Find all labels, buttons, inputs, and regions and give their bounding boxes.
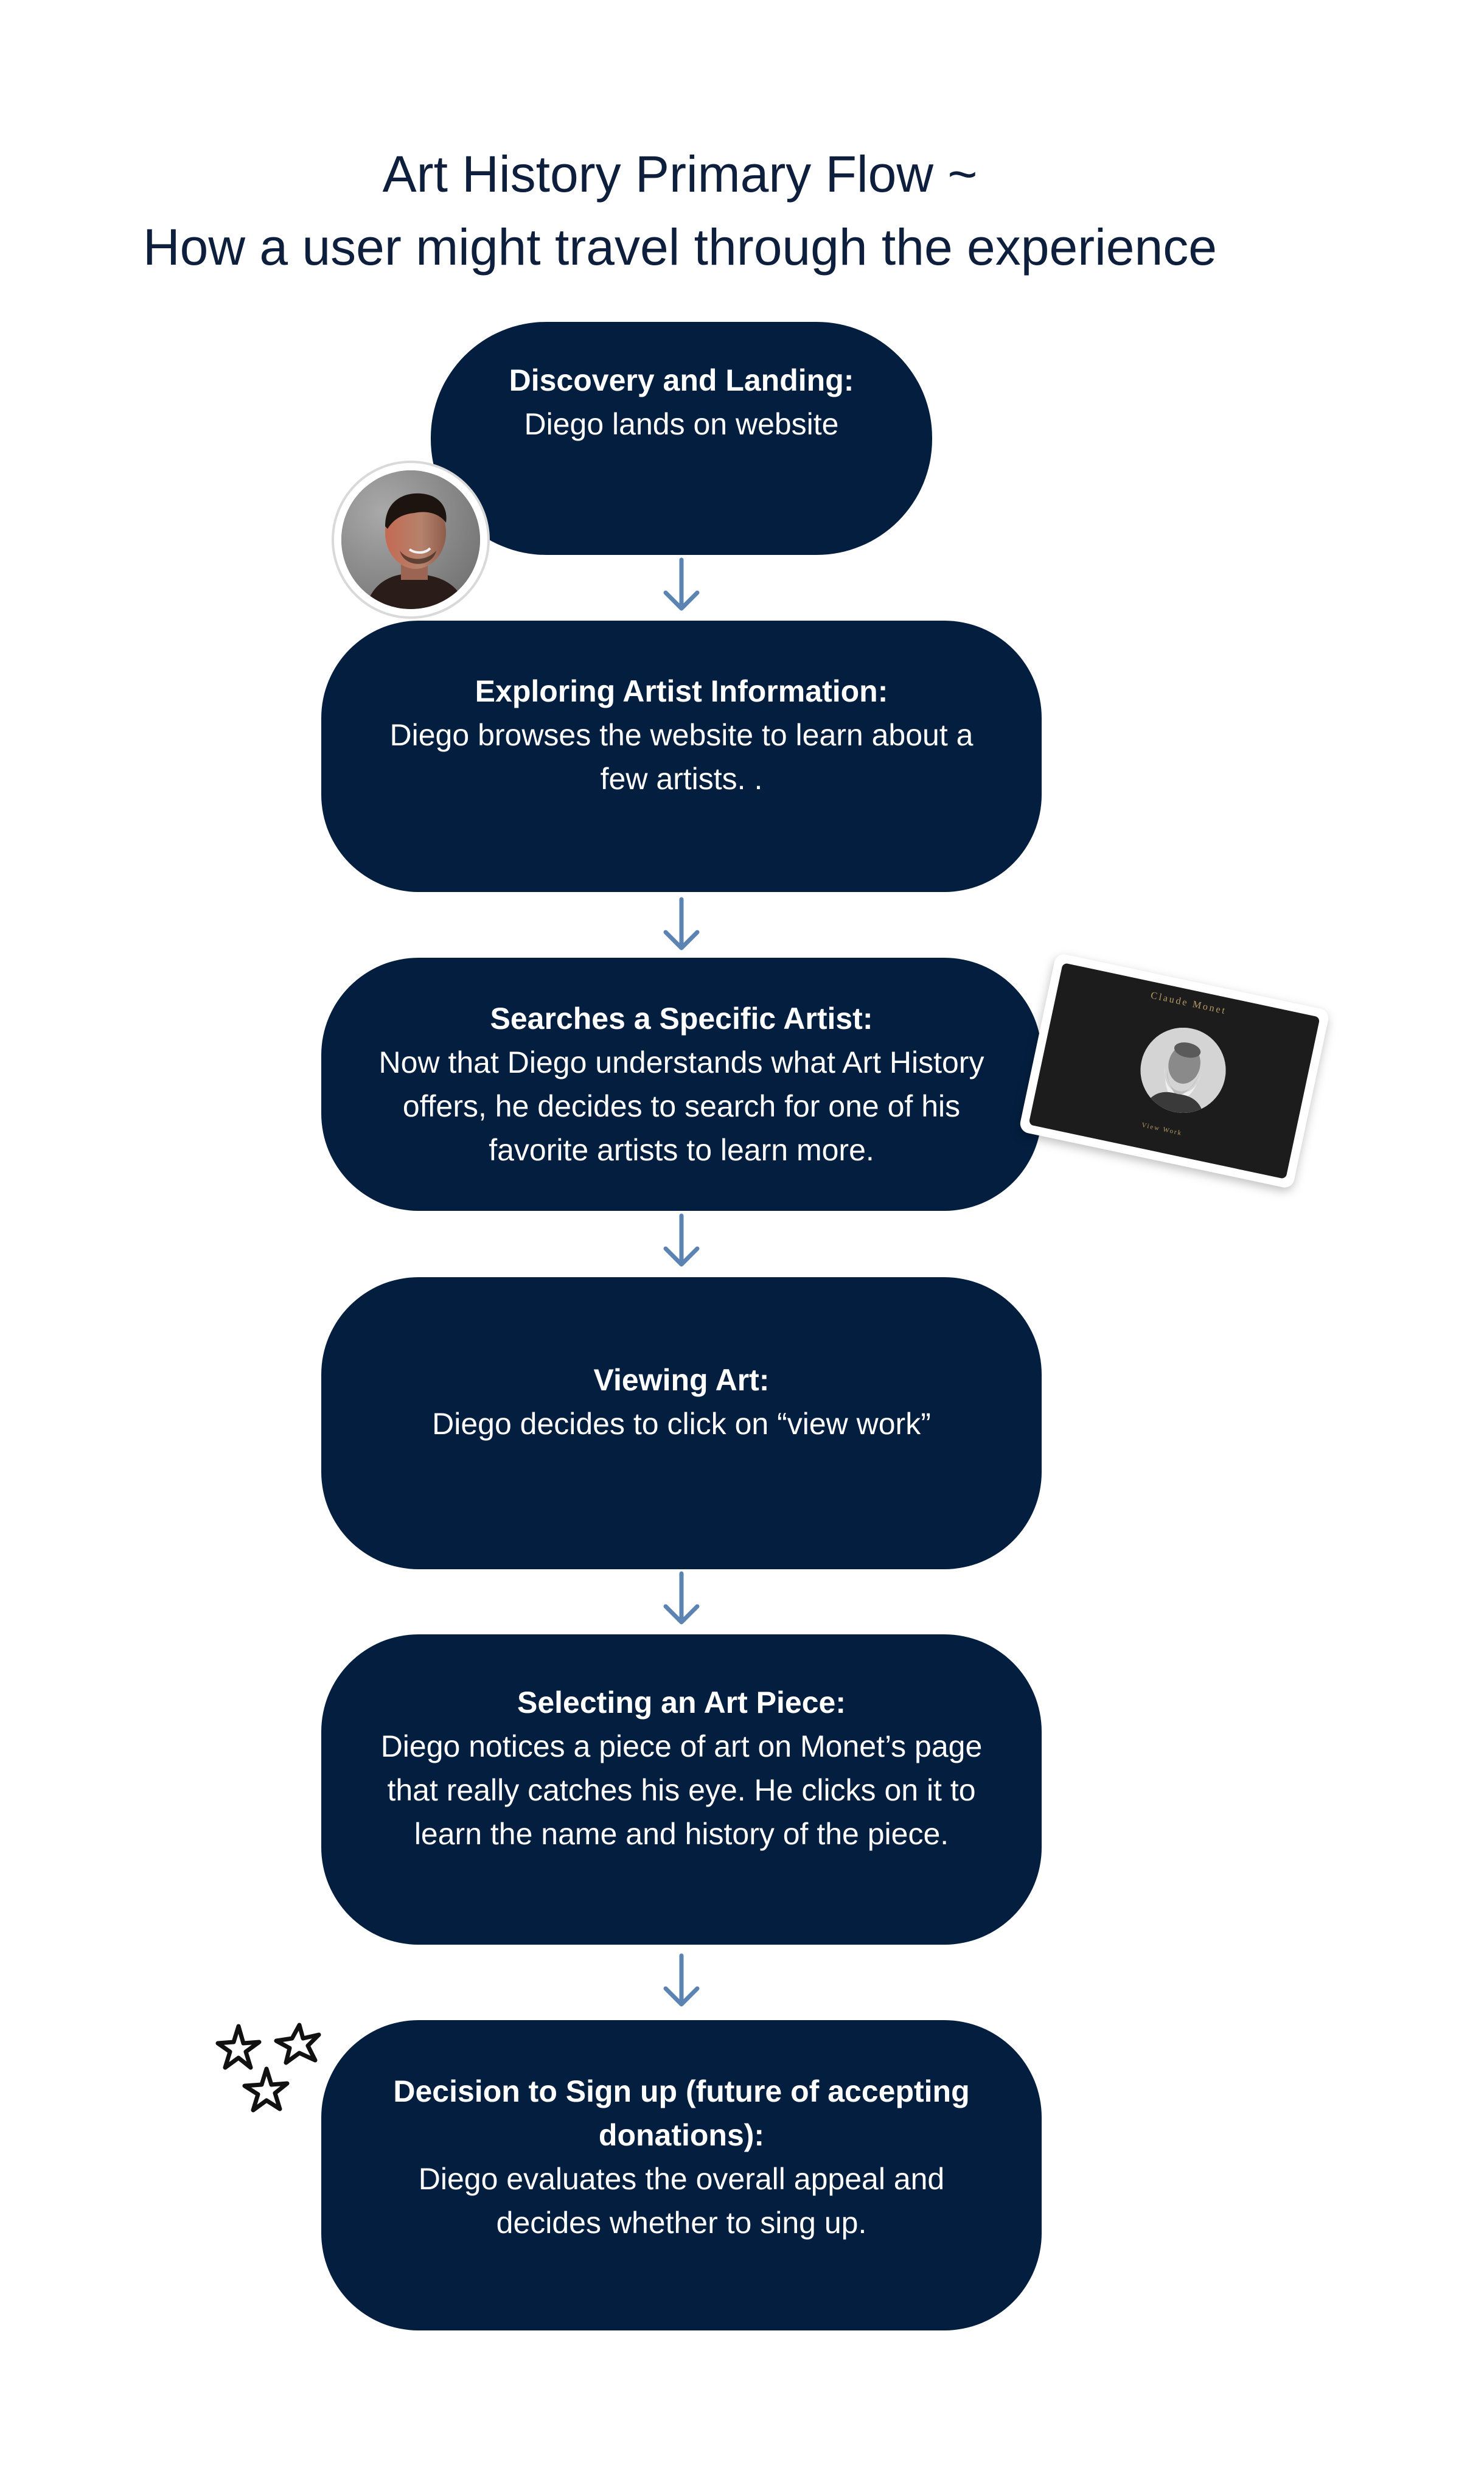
diego-avatar [332,461,490,619]
diego-photo [341,470,480,609]
step-title: Viewing Art: [593,1363,770,1397]
diagram-title-line-2: How a user might travel through the expe… [143,218,1217,276]
arrow-down-icon [662,1571,701,1626]
step-exploring-artist-information: Exploring Artist Information: Diego brow… [321,621,1042,892]
step-discovery-and-landing: Discovery and Landing: Diego lands on we… [431,322,932,555]
arrow-down-icon [662,1953,701,2008]
monet-artist-card: Claude Monet View Work [1018,952,1331,1190]
step-body: Diego notices a piece of art on Monet’s … [380,1729,983,1851]
step-selecting-art-piece: Selecting an Art Piece: Diego notices a … [321,1634,1042,1945]
step-body: Diego browses the website to learn about… [389,718,974,796]
arrow-down-icon [662,897,701,952]
step-viewing-art: Viewing Art: Diego decides to click on “… [321,1277,1042,1569]
arrow-down-icon [662,557,701,612]
step-title: Exploring Artist Information: [475,674,888,708]
step-body: Now that Diego understands what Art Hist… [378,1045,984,1167]
monet-card-name: Claude Monet [1149,990,1228,1017]
step-decision-to-sign-up: Decision to Sign up (future of accepting… [321,2020,1042,2330]
step-searches-specific-artist: Searches a Specific Artist: Now that Die… [321,958,1042,1211]
step-title: Selecting an Art Piece: [517,1685,846,1720]
step-body: Diego evaluates the overall appeal and d… [418,2162,945,2240]
stars-doodle-icon [214,2014,336,2124]
step-title: Decision to Sign up (future of accepting… [393,2074,970,2152]
arrow-down-icon [662,1213,701,1268]
diagram-title-line-1: Art History Primary Flow ~ [382,145,978,203]
monet-portrait [1132,1019,1234,1121]
step-title: Searches a Specific Artist: [490,1002,873,1036]
step-body: Diego decides to click on “view work” [432,1407,931,1441]
step-body: Diego lands on website [524,406,839,441]
step-title: Discovery and Landing: [509,363,854,397]
monet-card-screen: Claude Monet View Work [1028,963,1320,1179]
